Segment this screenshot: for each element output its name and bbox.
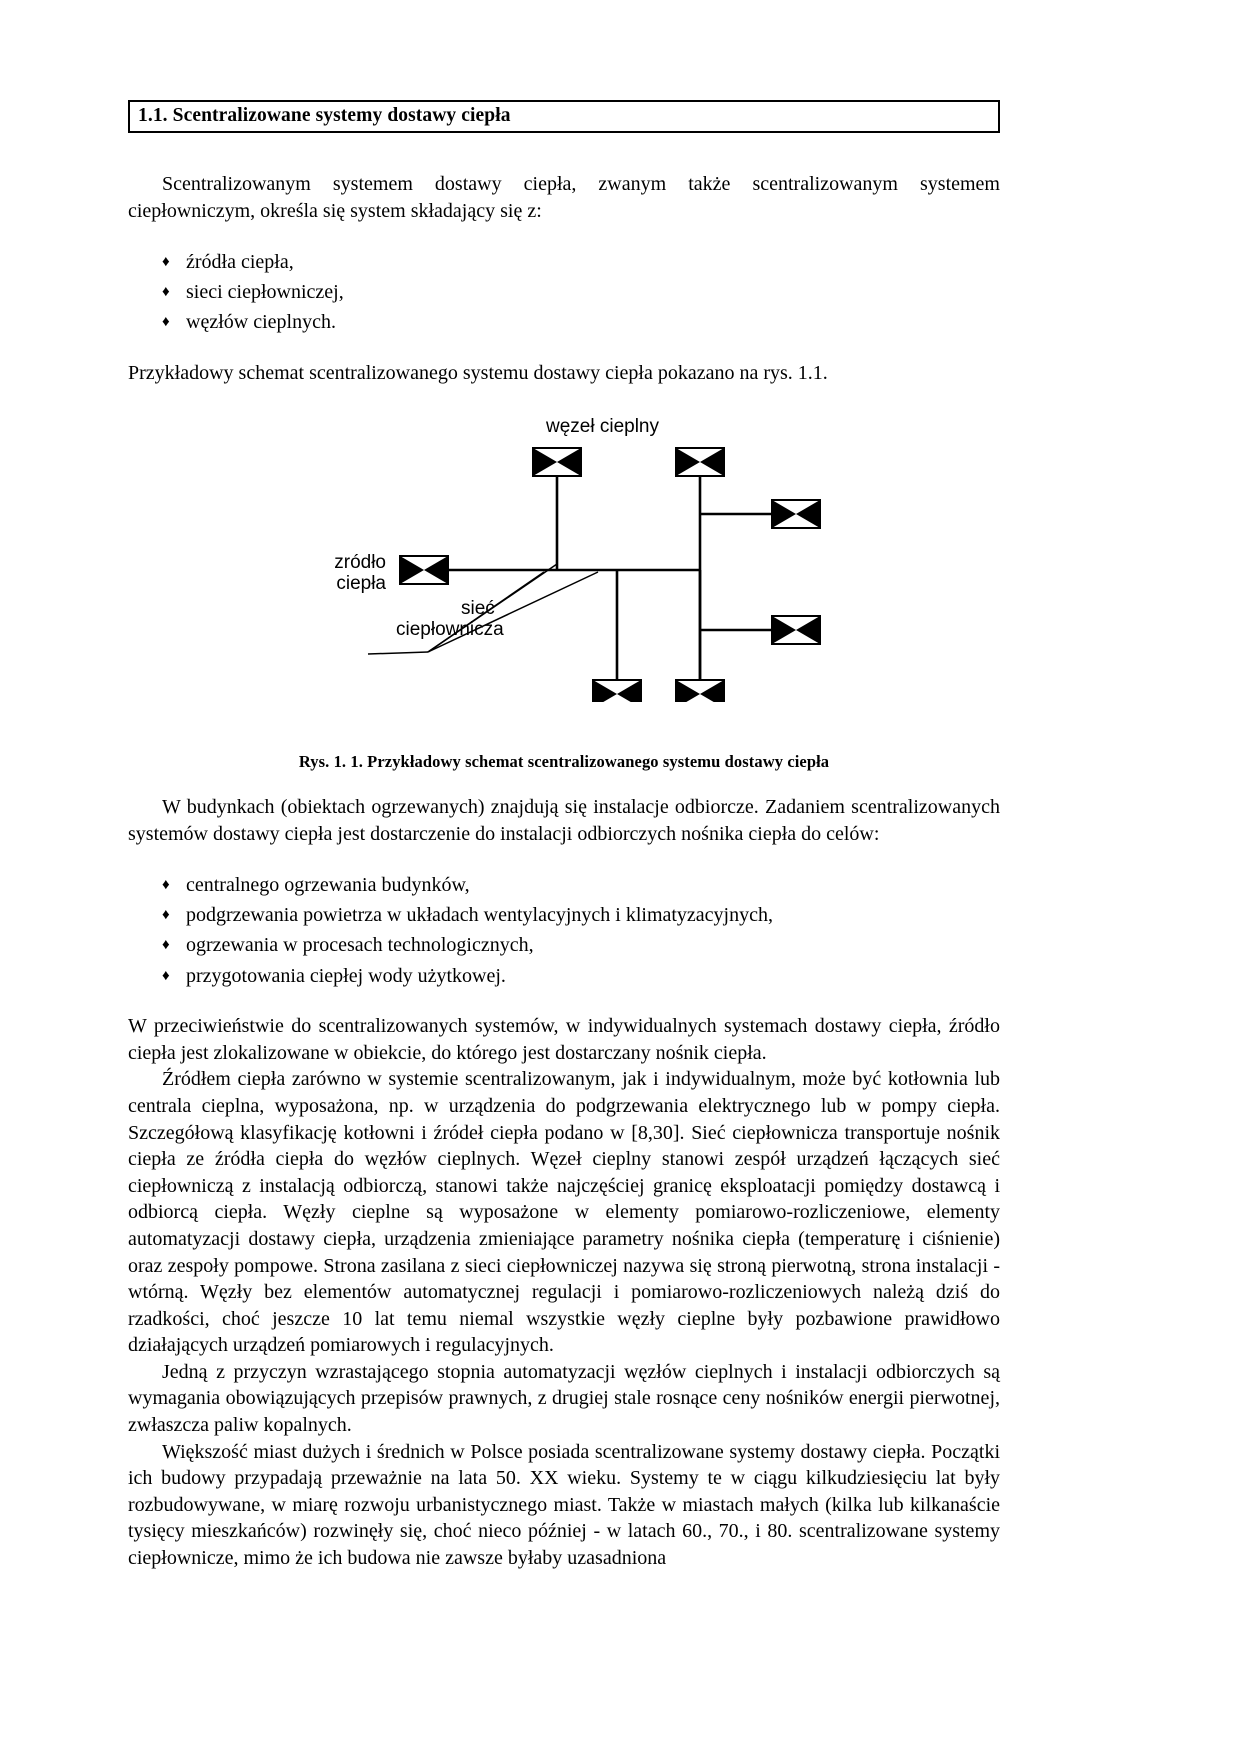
bullet-diamond-icon: ♦ (162, 937, 170, 954)
list-item: ♦ ogrzewania w procesach technologicznyc… (128, 930, 1000, 960)
list-item: ♦ sieci ciepłowniczej, (128, 277, 1000, 307)
bullet-diamond-icon: ♦ (162, 314, 170, 331)
diagram-label-network-line1: sieć (461, 598, 495, 620)
purpose-bullet-list: ♦ centralnego ogrzewania budynków, ♦ pod… (128, 870, 1000, 992)
page-content: 1.1. Scentralizowane systemy dostawy cie… (128, 100, 1000, 1572)
paragraph-cities: Większość miast dużych i średnich w Pols… (128, 1440, 1000, 1570)
list-item-label: centralnego ogrzewania budynków, (186, 873, 470, 896)
bullet-diamond-icon: ♦ (162, 907, 170, 923)
heat-node-symbol (675, 679, 725, 703)
list-item-label: sieci ciepłowniczej, (186, 281, 344, 304)
diagram-label-network-line2: ciepłownicza (396, 619, 504, 641)
bullet-diamond-icon: ♦ (162, 284, 170, 301)
bullet-diamond-icon: ♦ (162, 876, 170, 893)
heat-source-symbol (399, 555, 449, 586)
paragraph-automation: Jedną z przyczyn wzrastającego stopnia a… (128, 1360, 1000, 1437)
paragraph-buildings: W budynkach (obiektach ogrzewanych) znaj… (128, 796, 1000, 846)
list-item: ♦ źródła ciepła, (128, 247, 1000, 277)
list-item-label: węzłów cieplnych. (186, 311, 336, 334)
heat-node-symbol (675, 447, 725, 478)
diagram-label-node: węzeł cieplny (546, 416, 659, 438)
list-item-label: ogrzewania w procesach technologicznych, (186, 934, 534, 957)
district-heating-schematic-svg (367, 447, 821, 703)
intro-bullet-list: ♦ źródła ciepła, ♦ sieci ciepłowniczej, … (128, 247, 1000, 338)
figure-schematic: węzeł cieplny zródło ciepła sieć ciepłow… (128, 412, 1000, 742)
heat-node-symbol (592, 679, 642, 703)
paragraph-contrast: W przeciwieństwie do scentralizowanych s… (128, 1015, 1000, 1064)
page-title: 1.1. Scentralizowane systemy dostawy cie… (138, 105, 511, 126)
heat-node-symbol (532, 447, 582, 478)
paragraph-source: Źródłem ciepła zarówno w systemie scentr… (128, 1068, 1000, 1357)
list-item-label: źródła ciepła, (186, 250, 294, 273)
intro-paragraph: Scentralizowanym systemem dostawy ciepła… (128, 173, 1000, 223)
heat-node-symbol (771, 499, 821, 530)
figure-caption: Rys. 1. 1. Przykładowy schemat scentrali… (298, 752, 830, 772)
bullet-diamond-icon: ♦ (162, 967, 170, 984)
list-item: ♦ węzłów cieplnych. (128, 307, 1000, 337)
list-item: ♦ podgrzewania powietrza w układach went… (128, 900, 1000, 930)
figure-lead-paragraph: Przykładowy schemat scentralizowanego sy… (128, 361, 828, 384)
diagram-label-source-line2: ciepła (336, 573, 386, 595)
section-heading-box: 1.1. Scentralizowane systemy dostawy cie… (128, 100, 1000, 134)
list-item: ♦ centralnego ogrzewania budynków, (128, 870, 1000, 900)
list-item-label: przygotowania ciepłej wody użytkowej. (186, 964, 506, 987)
diagram-label-source-line1: zródło (334, 552, 386, 574)
list-item-label: podgrzewania powietrza w układach wentyl… (186, 904, 773, 926)
bullet-diamond-icon: ♦ (162, 253, 170, 270)
heat-node-symbol (771, 615, 821, 646)
list-item: ♦ przygotowania ciepłej wody użytkowej. (128, 961, 1000, 991)
